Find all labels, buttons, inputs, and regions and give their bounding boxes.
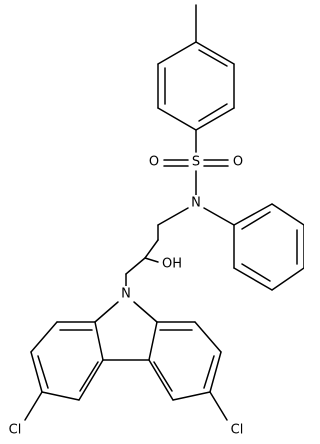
pyrrole-bond	[133, 301, 158, 323]
sulfonamide-nitrogen-label: N	[191, 196, 201, 211]
right-ring-bond	[194, 321, 222, 353]
right-ring-bond	[148, 359, 174, 401]
chlorine-bond	[24, 391, 43, 421]
right-ring-bond	[172, 391, 211, 401]
left-ring-bond	[30, 351, 43, 393]
left-ring-bond	[30, 321, 58, 353]
oxygen-left-label: O	[149, 155, 159, 170]
carbazole-nitrogen-label: N	[121, 287, 131, 302]
ring-double-bond	[198, 103, 228, 122]
ring-bond	[195, 41, 235, 65]
ring-double-bond	[198, 49, 228, 67]
chain-bond	[144, 239, 159, 259]
left-ring-bond	[78, 359, 104, 401]
left-ring-double-bond	[37, 355, 49, 389]
structure-canvas: S O O N OH N Cl Cl	[4, 4, 304, 438]
chain-bond	[125, 257, 146, 275]
oxygen-right-label: O	[233, 155, 243, 170]
ring-double-bond	[241, 263, 271, 282]
ring-bond	[233, 267, 273, 291]
hydroxyl-label: OH	[162, 257, 182, 272]
ring-bond	[157, 41, 197, 65]
chlorine-bond	[209, 391, 228, 421]
sulfur-label: S	[192, 155, 200, 170]
right-ring-bond	[209, 351, 222, 393]
ring-bond	[271, 203, 304, 226]
atom-labels: S O O N OH N Cl Cl	[4, 154, 248, 438]
ring-bond	[271, 267, 304, 291]
hydroxyl-bond	[144, 257, 159, 263]
ring-double-bond	[241, 211, 271, 230]
ring-bond	[195, 107, 235, 131]
molecule-drawing: S O O N OH N Cl Cl	[4, 4, 304, 438]
left-ring-bond	[41, 391, 80, 401]
chain-bond	[157, 207, 189, 226]
phenyl-ring	[203, 203, 304, 291]
sulfonyl-group	[163, 129, 229, 196]
nitrogen-phenyl-bond	[203, 207, 235, 226]
pyrrole-bond	[94, 301, 119, 323]
right-ring-double-bond	[153, 361, 173, 392]
right-ring-double-bond	[203, 355, 215, 389]
tolyl-ring	[157, 4, 235, 131]
propyl-chain	[125, 207, 189, 289]
pyrrole-bond	[94, 321, 104, 361]
ring-bond	[233, 203, 273, 226]
carbazole-core	[24, 301, 228, 421]
chlorine-right-label: Cl	[231, 423, 244, 438]
pyrrole-bond	[148, 321, 158, 361]
left-ring-double-bond	[79, 361, 99, 392]
chlorine-left-label: Cl	[9, 423, 22, 438]
ring-bond	[157, 107, 197, 131]
